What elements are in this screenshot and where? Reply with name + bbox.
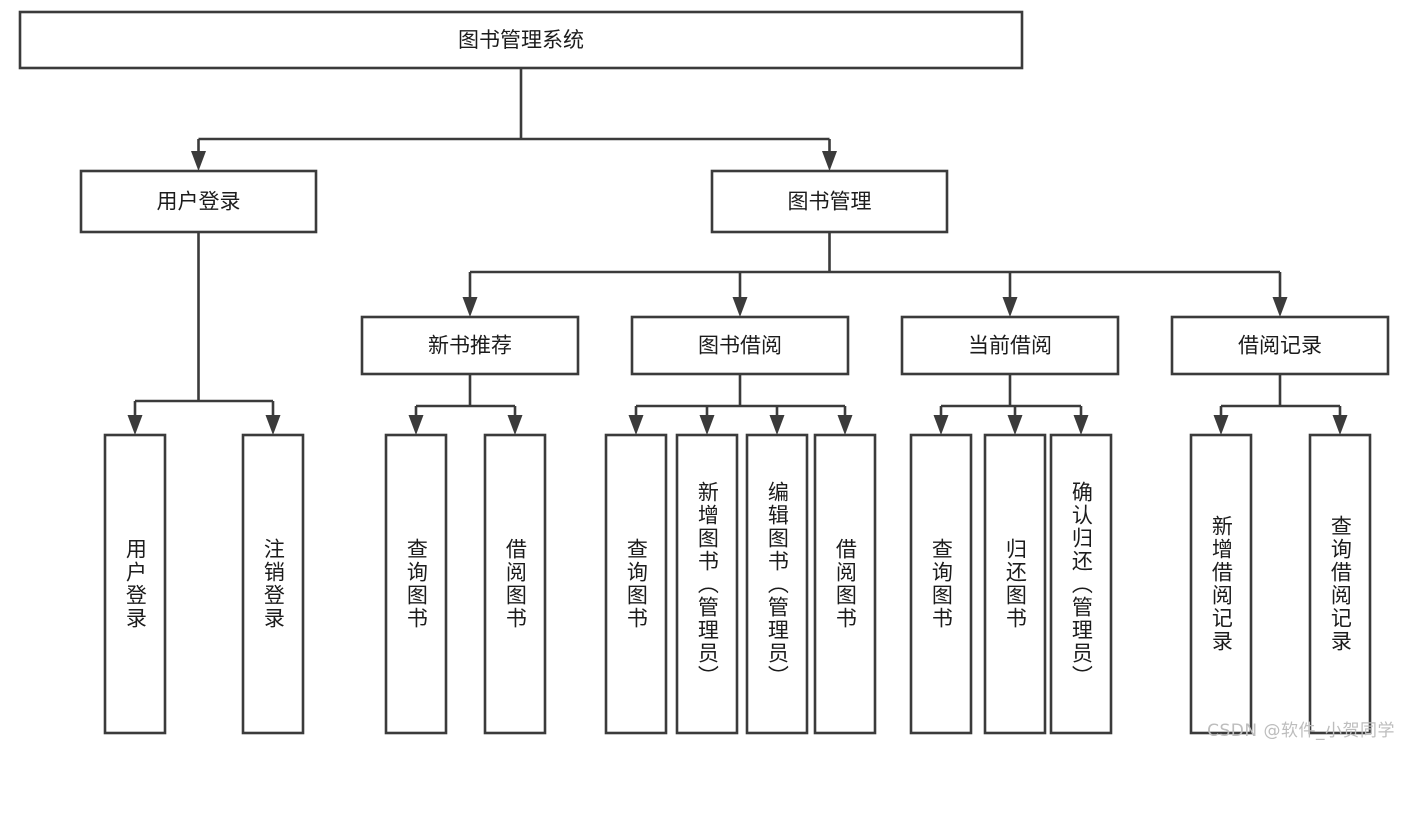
node-box-leaf_bb_add[interactable] [675, 433, 739, 735]
node-box-leaf_bb_edit[interactable] [745, 433, 809, 735]
node-box-leaf_bb_query[interactable] [604, 433, 668, 735]
connector-layer [127, 68, 1348, 435]
node-label-l3_borrow_record: 借阅记录 [1238, 334, 1322, 358]
node-box-leaf_br_add[interactable] [1189, 433, 1253, 735]
node-leaf_bb_query[interactable] [604, 433, 668, 735]
connector-group-root [191, 68, 837, 171]
node-leaf_br_add[interactable] [1189, 433, 1253, 735]
connector-group-l3_book_borrow [628, 374, 853, 435]
node-leaf_user_login[interactable] [103, 433, 167, 735]
node-label-l3_new_book: 新书推荐 [428, 334, 512, 358]
node-leaf_logout[interactable] [241, 433, 305, 735]
node-box-root[interactable] [18, 10, 1024, 70]
node-label-l2_user_login: 用户登录 [157, 190, 241, 214]
node-leaf_bb_add[interactable] [675, 433, 739, 735]
node-box-leaf_cb_confirm[interactable] [1049, 433, 1113, 735]
connector-group-l3_new_book [408, 374, 523, 435]
node-box-leaf_br_query[interactable] [1308, 433, 1372, 735]
node-leaf_cb_confirm[interactable] [1049, 433, 1113, 735]
connector-group-l2_user_login [127, 232, 281, 435]
node-box-l2_book_manage[interactable] [710, 169, 949, 234]
node-box-leaf_cb_return[interactable] [983, 433, 1047, 735]
node-box-leaf_nb_borrow[interactable] [483, 433, 547, 735]
node-box-l2_user_login[interactable] [79, 169, 318, 234]
node-l3_current_borrow[interactable]: 当前借阅 [900, 315, 1120, 376]
node-box-leaf_bb_borrow[interactable] [813, 433, 877, 735]
watermark-text: CSDN @软件_小贺同学 [1207, 721, 1395, 741]
connector-group-l3_current_borrow [933, 374, 1089, 435]
node-l3_book_borrow[interactable]: 图书借阅 [630, 315, 850, 376]
node-l2_user_login[interactable]: 用户登录 [79, 169, 318, 234]
node-box-leaf_cb_query[interactable] [909, 433, 973, 735]
node-leaf_cb_query[interactable] [909, 433, 973, 735]
node-leaf_nb_query[interactable] [384, 433, 448, 735]
node-label-l3_book_borrow: 图书借阅 [698, 334, 782, 358]
connector-group-l2_book_manage [462, 232, 1288, 317]
node-l3_new_book[interactable]: 新书推荐 [360, 315, 580, 376]
diagram-canvas-root: 图书管理系统用户登录图书管理新书推荐图书借阅当前借阅借阅记录 用户登录注销登录查… [18, 10, 1395, 741]
node-label-l2_book_manage: 图书管理 [788, 190, 872, 214]
node-l3_borrow_record[interactable]: 借阅记录 [1170, 315, 1390, 376]
node-label-l3_current_borrow: 当前借阅 [968, 334, 1052, 358]
node-root[interactable]: 图书管理系统 [18, 10, 1024, 70]
connector-group-l3_borrow_record [1213, 374, 1348, 435]
node-leaf_br_query[interactable] [1308, 433, 1372, 735]
node-box-l3_current_borrow[interactable] [900, 315, 1120, 376]
node-label-root: 图书管理系统 [458, 28, 584, 52]
node-leaf_cb_return[interactable] [983, 433, 1047, 735]
node-leaf_bb_edit[interactable] [745, 433, 809, 735]
node-box-leaf_user_login[interactable] [103, 433, 167, 735]
node-leaf_nb_borrow[interactable] [483, 433, 547, 735]
node-l2_book_manage[interactable]: 图书管理 [710, 169, 949, 234]
node-box-leaf_logout[interactable] [241, 433, 305, 735]
node-box-l3_borrow_record[interactable] [1170, 315, 1390, 376]
node-box-l3_book_borrow[interactable] [630, 315, 850, 376]
node-leaf_bb_borrow[interactable] [813, 433, 877, 735]
node-box-l3_new_book[interactable] [360, 315, 580, 376]
node-box-leaf_nb_query[interactable] [384, 433, 448, 735]
